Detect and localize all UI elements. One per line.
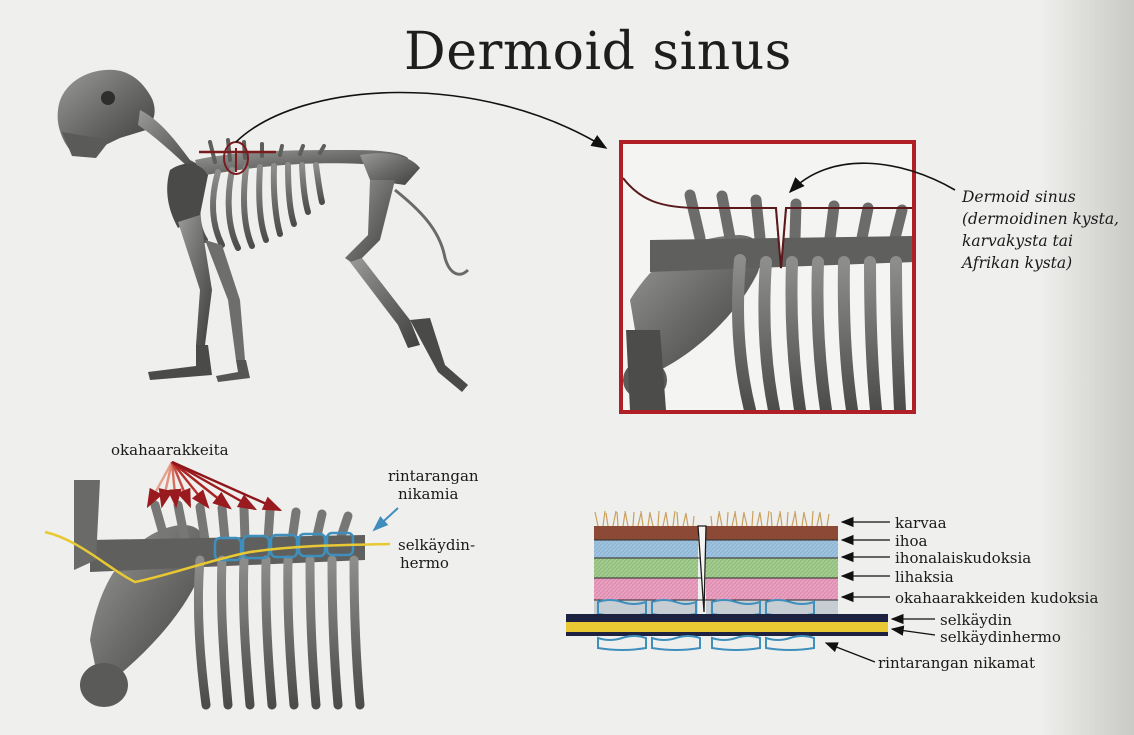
layer-label-hair: karvaa	[895, 514, 947, 532]
layer-label-subcutis: ihonalaiskudoksia	[895, 549, 1031, 567]
nerve-label-line-1: selkäydin-	[398, 536, 475, 554]
spine-panel	[45, 462, 398, 707]
dog-skeleton-illustration	[58, 70, 468, 392]
layer-diagram	[566, 511, 935, 662]
sinus-callout-line-1: Dermoid sinus	[962, 186, 1076, 208]
sinus-callout-line-2: (dermoidinen kysta,	[962, 208, 1119, 230]
vertebrae-label-line-1: rintarangan	[388, 467, 479, 485]
layer-label-vertebrae: rintarangan nikamat	[878, 654, 1035, 672]
zoom-pointer-arrow	[236, 92, 606, 148]
sinus-callout-line-4: Afrikan kysta)	[962, 252, 1072, 274]
layer-label-muscle: lihaksia	[895, 568, 954, 586]
layer-label-spinal-nerve: selkäydinhermo	[940, 628, 1061, 646]
sinus-callout-line-3: karvakysta tai	[962, 230, 1073, 252]
vertebrae-pointer	[374, 508, 398, 530]
spine-process-arrows	[148, 462, 280, 510]
layer-label-spine-tissue: okahaarakkeiden kudoksia	[895, 589, 1098, 607]
zoom-box	[621, 142, 914, 412]
spines-label: okahaarakkeita	[111, 441, 229, 459]
layer-label-skin: ihoa	[895, 532, 927, 550]
nerve-label-line-2: hermo	[400, 554, 449, 572]
vertebrae-label-line-2: nikamia	[398, 485, 458, 503]
hair-layer	[595, 511, 829, 526]
layer-label-spinal-cord: selkäydin	[940, 611, 1012, 629]
